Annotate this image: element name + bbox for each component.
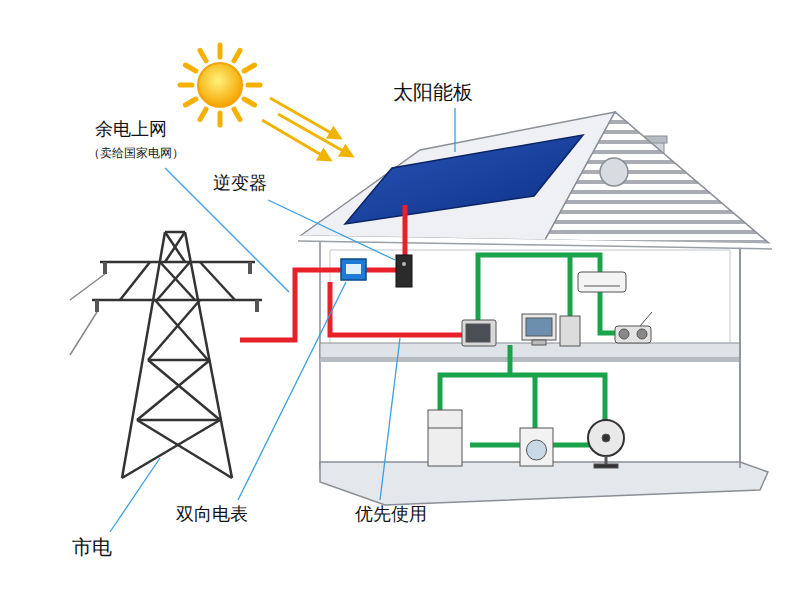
inverter bbox=[396, 255, 412, 287]
insulators bbox=[95, 262, 259, 312]
callout-label: 太阳能板 bbox=[393, 80, 473, 104]
callout-label: 余电上网 bbox=[95, 118, 167, 140]
roof bbox=[298, 112, 772, 249]
sun bbox=[180, 45, 260, 125]
dc-ac-wires bbox=[240, 205, 465, 340]
callout-label: （卖给国家电网） bbox=[88, 146, 184, 160]
callout-label: 市电 bbox=[72, 535, 112, 559]
solar-panel bbox=[345, 135, 583, 224]
leader-lines bbox=[110, 108, 455, 532]
callout-label: 优先使用 bbox=[355, 503, 427, 525]
house bbox=[320, 240, 768, 505]
power-tower bbox=[92, 232, 262, 478]
callout-label: 逆变器 bbox=[213, 172, 267, 194]
callout-label: 双向电表 bbox=[176, 503, 248, 525]
bidirectional-meter bbox=[341, 259, 366, 280]
appliances bbox=[428, 272, 652, 468]
transmission-lines bbox=[70, 274, 105, 355]
sun-rays-arrows bbox=[262, 98, 352, 160]
